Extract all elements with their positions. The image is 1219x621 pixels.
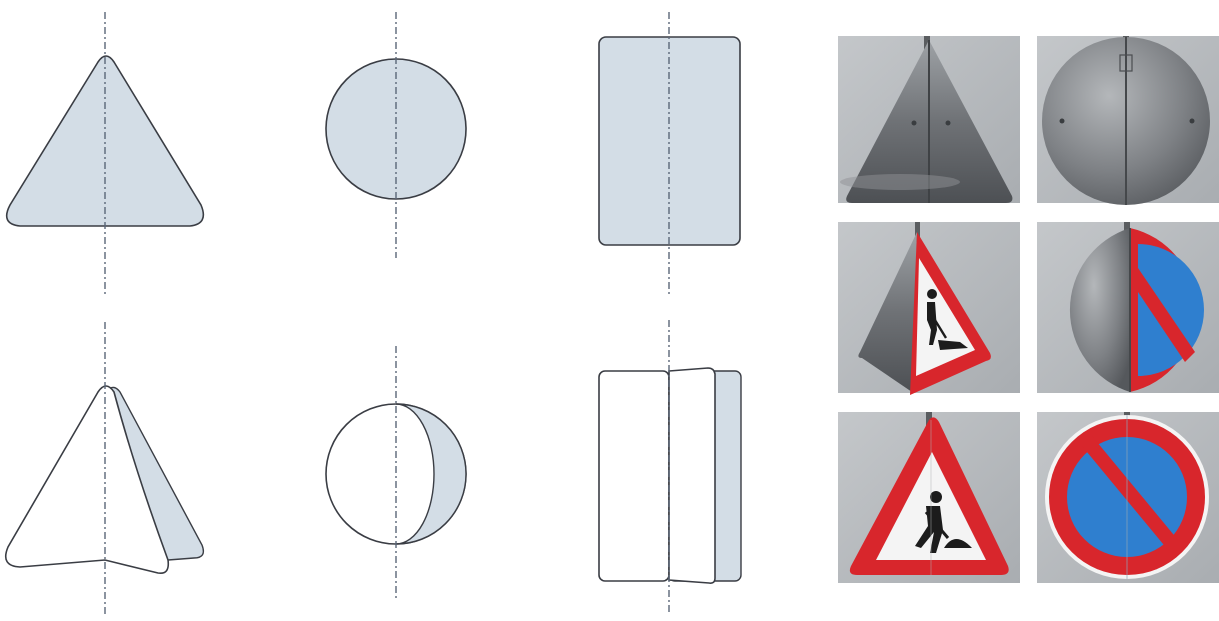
photo-grid — [838, 36, 1219, 583]
photo-triangle-half-open — [838, 222, 1020, 395]
schematic-flat-row — [7, 12, 740, 296]
circle-flat-drawing — [326, 12, 466, 258]
photo-round-closed — [1037, 36, 1219, 205]
triangle-flat-drawing — [7, 12, 204, 296]
photo-round-half-open — [1037, 222, 1219, 393]
schematic-folded-row — [6, 320, 741, 615]
circle-folded-drawing — [326, 346, 466, 600]
rectangle-folded-drawing — [599, 320, 741, 615]
photo-round-no-parking-sign — [1037, 412, 1219, 583]
photo-triangle-closed — [838, 36, 1020, 203]
rectangle-flat-drawing — [599, 12, 740, 294]
triangle-folded-drawing — [6, 322, 204, 615]
photo-triangle-roadworks-sign — [838, 412, 1020, 583]
